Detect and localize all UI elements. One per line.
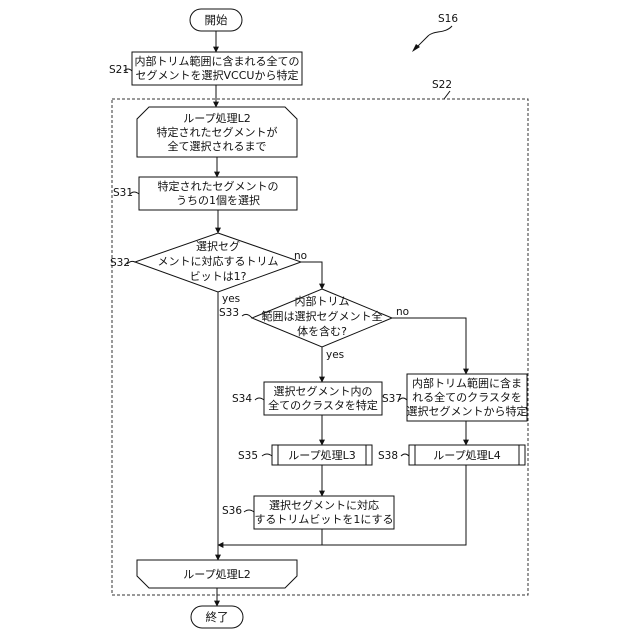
s33-line-1: 内部トリム [295, 294, 350, 308]
s33-yes-label: yes [326, 349, 344, 361]
region-label: S22 [432, 79, 452, 91]
s34-step-id: S34 [232, 393, 252, 405]
s34-line-1: 選択セグメント内の [274, 384, 373, 398]
s31-line-2: うちの1個を選択 [176, 193, 260, 207]
s32-line-1: 選択セグ [196, 239, 240, 253]
s21-line-1: 内部トリム範囲に含まれる全ての [135, 54, 300, 68]
s37-line-3: 選択セグメントから特定 [407, 404, 528, 418]
loop-start-line-2: 特定されたセグメントが [157, 125, 278, 139]
s37-line-1: 内部トリム範囲に含ま [412, 376, 522, 390]
s32-step-id: S32 [110, 257, 130, 269]
s33-step-id: S33 [219, 307, 239, 319]
loop-start-line-3: 全て選択されるまで [168, 139, 267, 153]
loop-end-label: ループ処理L2 [183, 568, 250, 581]
figure-label: S16 [438, 13, 458, 25]
s35-label: ループ処理L3 [288, 449, 355, 462]
s35-tick [262, 454, 272, 456]
s32-no-label: no [294, 250, 307, 262]
edge-s32-no-s33 [301, 262, 322, 289]
s36-step-id: S36 [222, 505, 242, 517]
s33-line-3: 体を含む? [297, 324, 347, 338]
s38-step-id: S38 [378, 450, 398, 462]
s38-label: ループ処理L4 [433, 449, 500, 462]
region-label-pointer [444, 91, 450, 99]
s33-no-label: no [396, 306, 409, 318]
s36-tick [244, 510, 254, 512]
s33-tick [242, 314, 252, 318]
start-label: 開始 [205, 13, 228, 27]
edge-s33-no-s37 [392, 318, 466, 374]
s37-step-id: S37 [382, 393, 402, 405]
s32-yes-label: yes [222, 293, 240, 305]
s33-line-2: 範囲は選択セグメント全 [262, 309, 383, 323]
s21-line-2: セグメントを選択VCCUから特定 [136, 68, 299, 82]
s36-line-2: するトリムビットを1にする [254, 513, 393, 526]
s32-line-3: ビットは1? [190, 270, 247, 283]
s38-tick [401, 454, 409, 456]
s37-line-2: れる全てのクラスタを [412, 390, 522, 404]
s34-tick [255, 398, 264, 400]
end-label: 終了 [206, 610, 229, 624]
s31-step-id: S31 [113, 187, 133, 199]
figure-label-pointer [416, 26, 452, 48]
s34-line-2: 全てのクラスタを特定 [268, 398, 378, 412]
s35-step-id: S35 [238, 450, 258, 462]
s31-line-1: 特定されたセグメントの [158, 179, 279, 193]
loop-start-line-1: ループ処理L2 [183, 112, 250, 125]
s32-line-2: メントに対応するトリム [158, 254, 279, 268]
s36-line-1: 選択セグメントに対応 [269, 498, 379, 512]
